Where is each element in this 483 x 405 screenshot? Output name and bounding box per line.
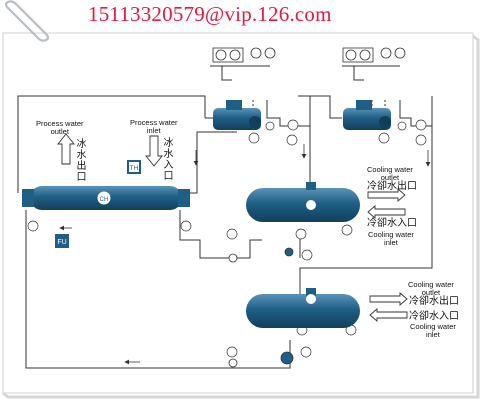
page-shadow [2,34,480,399]
flow-arrows [59,144,431,365]
paperclip-icon [4,0,50,42]
svg-text:TH: TH [130,165,139,172]
cooling-inlet-cn-label: 冷卻水入口 [367,218,417,229]
pump-icons [228,247,294,368]
condenser-2-vessel [246,288,360,328]
temperature-sensor-icon: TH [127,160,141,174]
process-inlet-label: Process water inlet [130,118,178,135]
pressure-gauge-cluster-1 [212,47,276,63]
compressor-1-icon [213,100,261,130]
process-water-arrows [57,133,163,167]
cooling2-outlet-cn-label: 冷卻水出口 [409,296,459,307]
flow-switch-icon: FU [55,234,69,248]
process-outlet-arrow [57,133,75,165]
cooling-inlet-label: Cooling water inlet [368,230,414,247]
cooling2-inlet-label: Cooling water inlet [410,322,456,339]
condenser-1-vessel [246,182,360,222]
process-outlet-label: Process water outlet [36,119,84,136]
contact-email: 15113320579@vip.126.com [88,2,332,26]
cooling-outlet-label: Cooling water outlet [367,165,413,182]
cooling-water-arrows [367,188,408,322]
cooling2-outlet-label: Cooling water outlet [408,280,454,297]
evaporator-tag: CH [100,197,109,203]
instrument-valves [27,119,427,358]
process-inlet-cn-label: 冰水入口 [163,138,174,182]
page-border [2,32,474,394]
process-outlet-cn-label: 冰水出口 [76,139,87,183]
compressor-2-icon [343,100,391,130]
svg-text:FU: FU [57,239,66,246]
pressure-gauge-cluster-2 [342,47,406,63]
process-inlet-arrow [145,135,163,167]
evaporator-vessel: CH [22,186,190,210]
cooling2-inlet-cn-label: 冷卻水入口 [409,311,459,322]
cooling-outlet-cn-label: 冷卻水出口 [367,181,417,192]
